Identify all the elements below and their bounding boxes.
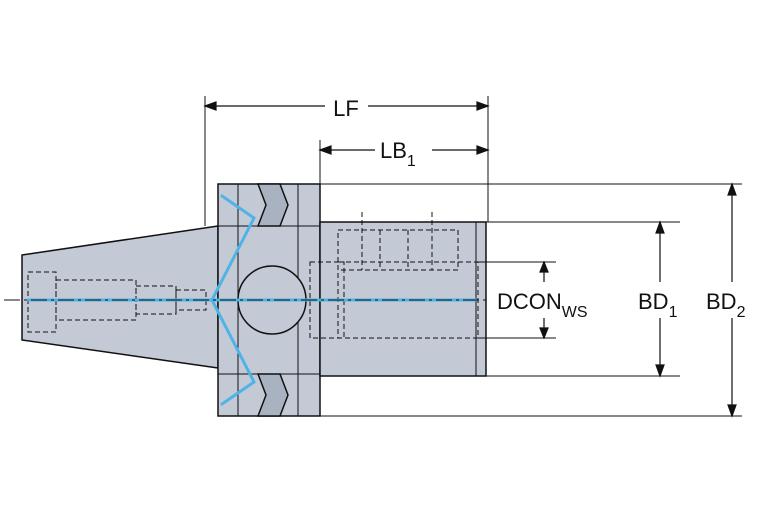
lf-dimension-line [203, 101, 490, 111]
dcon-label: DCONWS [497, 289, 588, 321]
bd2-dimension-line [727, 182, 737, 418]
taper-shank [21, 225, 219, 369]
bd1-label: BD1 [638, 289, 678, 321]
dcon-dimension-line [539, 260, 549, 340]
bd2-label: BD2 [706, 289, 746, 321]
lb1-label: LB1 [380, 138, 416, 170]
lb1-dimension-line [318, 145, 490, 155]
extension-lines [204, 96, 742, 417]
bd1-dimension-line [655, 220, 665, 378]
lf-label: LF [333, 96, 359, 121]
